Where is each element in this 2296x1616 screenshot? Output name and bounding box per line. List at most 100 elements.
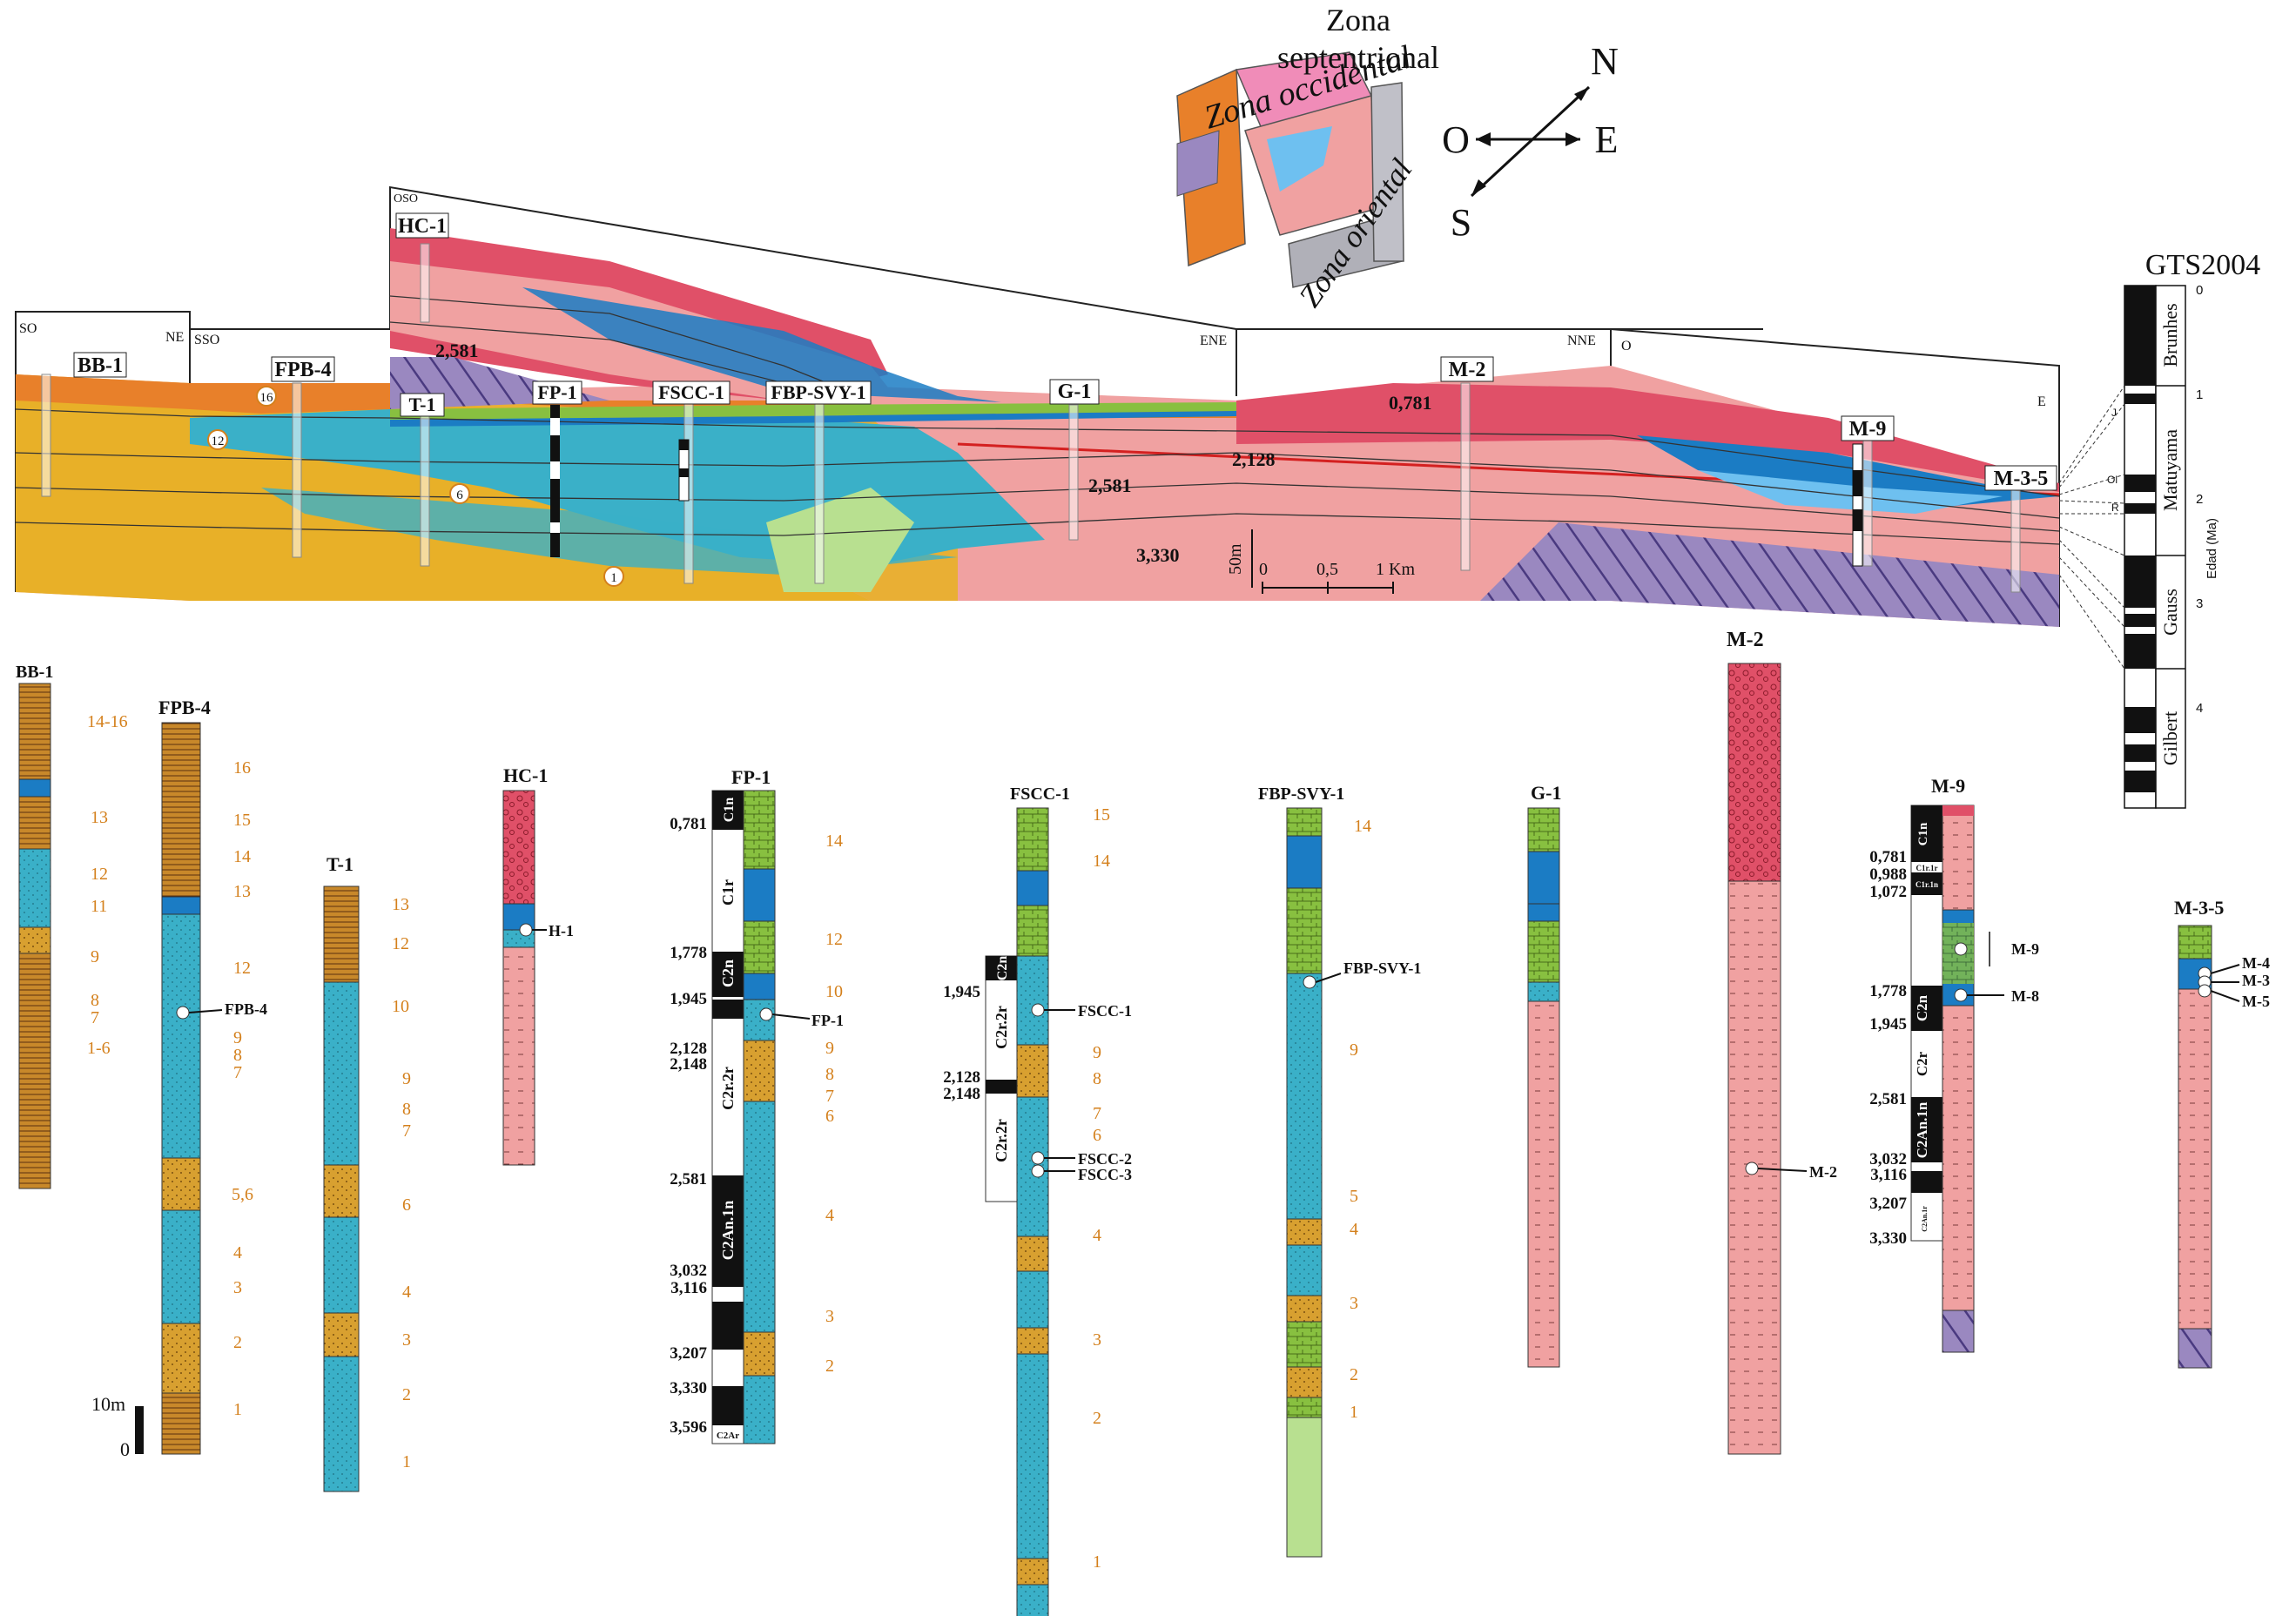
log-fbp-unit-14: 14	[1354, 817, 1371, 836]
section-well-t1: T-1	[409, 394, 436, 415]
log-bb1-unit-14-16: 14-16	[87, 712, 128, 731]
log-fscc1-sample-2: FSCC-2	[1078, 1150, 1132, 1168]
log-fp1-unit-12: 12	[825, 930, 843, 949]
log-fbp-unit-4: 4	[1350, 1220, 1358, 1239]
scale-half: 0,5	[1316, 560, 1338, 579]
log-m9-age-0781: 0,781	[1869, 848, 1907, 866]
log-m35-sample-m4: M-4	[2242, 954, 2270, 972]
log-m9-chron-c1n: C1n	[1916, 822, 1930, 845]
log-fp1-age-2581: 2,581	[670, 1170, 707, 1188]
log-fscc1-sample-1: FSCC-1	[1078, 1002, 1132, 1020]
log-fpb4-unit-14: 14	[233, 847, 251, 866]
gts-tick-4: 4	[2196, 701, 2203, 716]
log-m2: M-2 M-2	[1727, 629, 1837, 1455]
section-age-2128: 2,128	[1232, 448, 1276, 470]
log-g1-title: G-1	[1531, 782, 1561, 804]
section-unit-6: 6	[456, 488, 463, 502]
log-fp1-age-0781: 0,781	[670, 815, 707, 833]
log-fpb4-unit-15: 15	[233, 811, 251, 830]
section-age-2581-hc: 2,581	[435, 340, 479, 361]
log-fbp-unit-9: 9	[1350, 1040, 1358, 1060]
log-bb1-unit-12: 12	[91, 865, 108, 884]
log-fbp-unit-5: 5	[1350, 1187, 1358, 1206]
zones-inset: Zona occidental Zona septentrional Zona …	[1176, 3, 1439, 313]
compass-east: E	[1595, 118, 1619, 161]
log-fp1-unit-8: 8	[825, 1065, 834, 1084]
log-bb1-unit-8: 8	[91, 991, 99, 1010]
log-fpb4-unit-2: 2	[233, 1333, 242, 1352]
log-m9-age-3330: 3,330	[1869, 1229, 1907, 1248]
log-fpb4-unit-4: 4	[233, 1243, 242, 1262]
panel4-right-dir: NNE	[1567, 333, 1596, 348]
log-fp1-sample: FP-1	[811, 1012, 844, 1029]
log-m9: M-9 M-9 M-8 C1n C1r.1r C1r.1n C2n C2r C2…	[1869, 775, 2039, 1353]
log-t1-unit-3: 3	[402, 1330, 411, 1350]
log-fp1-unit-7: 7	[825, 1087, 834, 1106]
panel5-right-dir: E	[2037, 394, 2046, 409]
log-fbp-title: FBP-SVY-1	[1258, 784, 1344, 804]
log-fbp-sample: FBP-SVY-1	[1343, 960, 1421, 977]
log-t1-unit-13: 13	[392, 895, 409, 914]
log-fscc1: FSCC-1 FSCC-1 FSCC-2 FSCC-3 C2n C2r.2r C…	[943, 784, 1132, 1616]
log-bb1-unit-11: 11	[91, 897, 107, 916]
section-well-bb1: BB-1	[77, 354, 123, 377]
log-fpb4-title: FPB-4	[158, 697, 211, 718]
cross-section: BB-1 FPB-4 HC-1 T-1 FP-1 FSCC-1 FBP-SVY-…	[15, 185, 2060, 627]
log-m9-age-2581: 2,581	[1869, 1090, 1907, 1108]
log-m9-chron-c1r1r: C1r.1r	[1916, 864, 1938, 872]
log-fp1-title: FP-1	[731, 766, 771, 788]
log-m2-title: M-2	[1727, 629, 1764, 651]
log-m9-age-1072: 1,072	[1869, 883, 1907, 901]
log-m9-age-3032: 3,032	[1869, 1150, 1907, 1168]
log-fp1-age-3596: 3,596	[670, 1418, 707, 1437]
log-t1-unit-2: 2	[402, 1385, 411, 1404]
log-bb1-unit-1-6: 1-6	[87, 1039, 111, 1058]
log-fpb4-unit-8: 8	[233, 1046, 242, 1065]
log-m9-sample-m8: M-8	[2011, 987, 2039, 1005]
compass: N S E O	[1442, 40, 1619, 244]
section-well-hc1: HC-1	[398, 215, 447, 238]
scale-vertical: 50m	[1226, 543, 1245, 575]
log-fbpsvy1: FBP-SVY-1 FBP-SVY-1 14 9 5 4 3 2 1	[1258, 784, 1421, 1558]
section-well-m9: M-9	[1849, 418, 1887, 441]
scale-one-km: 1 Km	[1376, 560, 1415, 579]
log-fpb4-unit-1: 1	[233, 1400, 242, 1419]
log-fp1-unit-9: 9	[825, 1039, 834, 1058]
log-m9-chron-c2n: C2n	[1914, 994, 1930, 1021]
log-m2-sample: M-2	[1809, 1163, 1837, 1181]
log-bb1: BB-1 14-16 13 12 11 9 8 7 1-6	[16, 663, 128, 1189]
zona-septentrional-label-1: Zona	[1326, 3, 1390, 37]
log-fscc1-chron-c2r2r-b: C2r.2r	[993, 1119, 1010, 1162]
log-fscc1-sample-3: FSCC-3	[1078, 1166, 1132, 1183]
section-unit-12: 12	[212, 434, 225, 448]
log-m9-age-1945: 1,945	[1869, 1015, 1907, 1034]
log-t1-unit-4: 4	[402, 1283, 411, 1302]
log-m35-title: M-3-5	[2174, 897, 2224, 919]
section-well-fpb4: FPB-4	[274, 359, 331, 381]
log-fpb4-unit-7: 7	[233, 1063, 242, 1082]
panel3-left-dir: OSO	[394, 192, 418, 205]
log-fpb4-sample: FPB-4	[225, 1000, 267, 1018]
section-unit-16: 16	[260, 391, 274, 405]
log-fscc1-unit-4: 4	[1093, 1226, 1101, 1245]
log-fpb4: FPB-4 FPB-4 16 15 14 13 12 9 8 7 5,6 4 3…	[91, 697, 267, 1460]
log-t1: T-1 13 12 10 9 8 7 6 4 3 2 1	[323, 853, 411, 1492]
section-well-m2: M-2	[1449, 359, 1486, 381]
log-fscc1-unit-6: 6	[1093, 1126, 1101, 1145]
log-fp1-unit-10: 10	[825, 982, 843, 1001]
section-well-fbpsvy1: FBP-SVY-1	[771, 381, 865, 403]
log-hc1-title: HC-1	[503, 764, 548, 786]
log-fscc1-unit-1: 1	[1093, 1552, 1101, 1572]
gts-small-j: J	[2111, 407, 2117, 419]
log-fscc1-unit-3: 3	[1093, 1330, 1101, 1350]
log-m9-title: M-9	[1931, 775, 1965, 797]
gts-small-r: R	[2111, 502, 2119, 514]
log-fp1-chron-c2n: C2n	[719, 960, 737, 987]
log-fp1-age-2148: 2,148	[670, 1055, 707, 1074]
log-bb1-unit-9: 9	[91, 947, 99, 966]
log-fp1-unit-4: 4	[825, 1206, 834, 1225]
log-fp1-age-3207: 3,207	[670, 1344, 707, 1363]
log-fpb4-unit-13: 13	[233, 882, 251, 901]
panel3-right-dir: ENE	[1200, 333, 1227, 348]
